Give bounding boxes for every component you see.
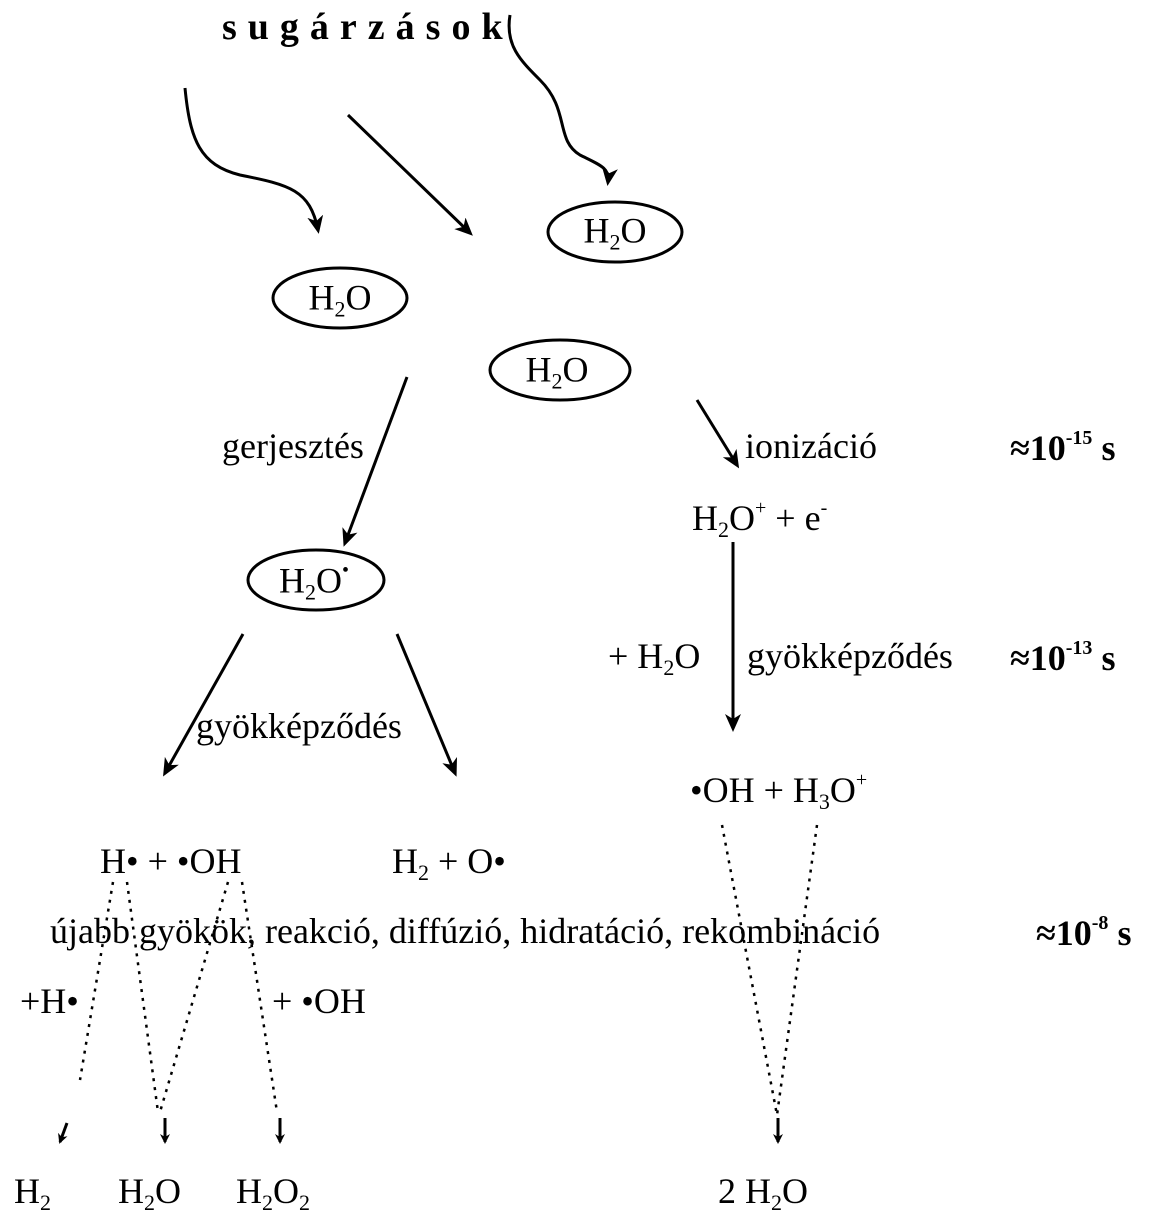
radicals-right: •OH + H3O+	[690, 769, 868, 814]
water-excited-ellipse	[246, 548, 386, 612]
radical-formation-label-left: gyökképződés	[196, 706, 402, 746]
product-h2o2: H2O2	[236, 1171, 310, 1215]
radical-formation-label-right: gyökképződés	[747, 636, 953, 676]
water-molecule-center: H2O	[525, 349, 589, 394]
excitation-label: gerjesztés	[222, 426, 364, 466]
radiation-arrow-right	[507, 14, 618, 186]
water-excited-molecule: H2O•	[278, 559, 350, 605]
product-h2: H2	[14, 1171, 51, 1215]
ionization-label: ionizáció	[745, 426, 877, 466]
plus-h-label: +H•	[20, 981, 79, 1021]
radiation-arrow-middle	[346, 113, 473, 236]
timescale-ionization: ≈10-15 s	[1010, 427, 1116, 468]
dotted-line-oh-h2o2	[240, 881, 279, 1113]
radicals-left: H• + •OH	[100, 841, 242, 881]
dotted-line-h-h2	[78, 881, 115, 1081]
dotted-line-h3o-2h2o	[775, 824, 819, 1116]
water-molecule-left: H2O	[308, 277, 372, 322]
plus-oh-label: + •OH	[272, 981, 366, 1021]
radiation-arrow-left	[183, 87, 324, 234]
excitation-arrow	[342, 376, 409, 547]
water-ellipse-center	[488, 338, 632, 402]
dotted-line-oh-h2o	[158, 881, 230, 1113]
timescale-secondary: ≈10-8 s	[1036, 912, 1132, 953]
radical-arrow-right	[395, 633, 457, 777]
dotted-line-oh-2h2o	[720, 824, 779, 1116]
water-ellipse-left	[271, 266, 409, 330]
diagram-title: sugárzások	[222, 6, 514, 48]
product-h2o: H2O	[118, 1171, 181, 1215]
plus-water-label: + H2O	[608, 636, 701, 680]
product-2h2o: 2 H2O	[718, 1171, 808, 1215]
secondary-processes-label: újabb gyökök, reakció, diffúzió, hidratá…	[50, 911, 881, 951]
timescale-radical-formation: ≈10-13 s	[1010, 637, 1116, 678]
water-molecule-top: H2O	[583, 210, 647, 255]
water-ellipse-top	[546, 200, 684, 264]
dotted-line-h-h2o	[125, 881, 160, 1113]
product-arrow-h2	[58, 1122, 69, 1144]
radicals-middle: H2 + O•	[392, 841, 506, 885]
radical-arrow-left	[163, 633, 245, 777]
ionization-arrow	[695, 399, 740, 469]
ion-pair-label: H2O+ + e-	[692, 497, 828, 542]
